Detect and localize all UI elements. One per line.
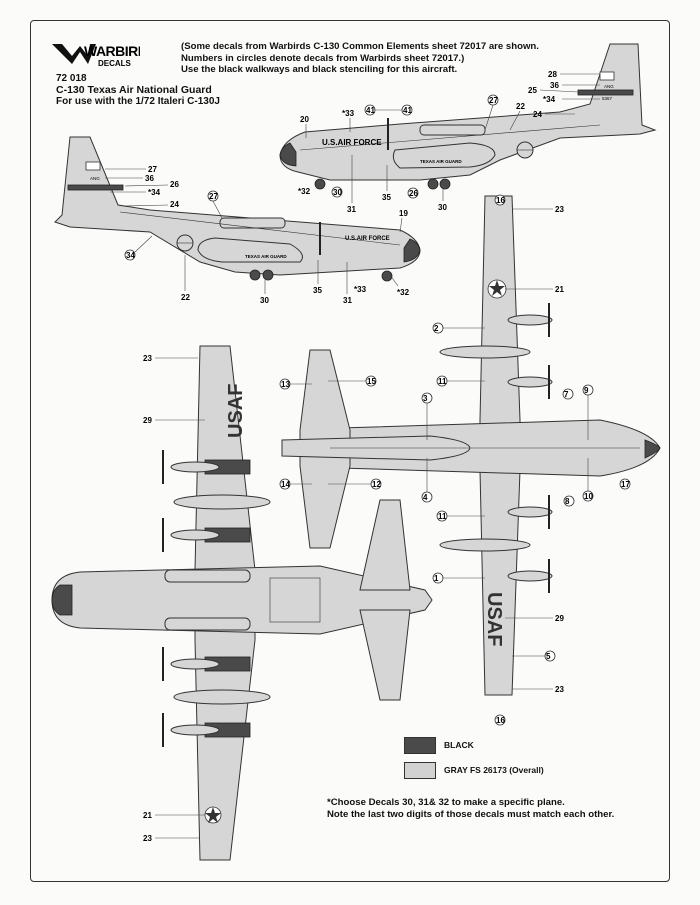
callout-label: 27	[489, 96, 498, 105]
callout-label: 2	[434, 324, 439, 333]
callout-label: *34	[148, 188, 161, 197]
callout-label: 24	[170, 200, 179, 209]
ang-marking: ANG	[604, 84, 614, 89]
header-note: (Some decals from Warbirds C-130 Common …	[181, 41, 539, 76]
note-line: Use the black walkways and black stencil…	[181, 64, 458, 75]
callout-label: 41	[403, 106, 412, 115]
callout-label: 30	[333, 188, 342, 197]
ang-marking: ANG	[90, 176, 100, 181]
serial-marking: 5367	[602, 96, 613, 101]
callouts-top-view: 23 29 21 23	[143, 354, 205, 843]
callout-label: 1	[434, 574, 439, 583]
footnote-line: Note the last two digits of those decals…	[327, 809, 615, 820]
callout-label: 36	[550, 81, 559, 90]
legend-swatch-gray	[404, 762, 436, 779]
callout-label: 23	[143, 834, 152, 843]
top-view: USAF	[51, 345, 433, 861]
callout-label: *33	[342, 109, 355, 118]
callout-label: 30	[438, 203, 447, 212]
callout-label: 24	[533, 110, 542, 119]
callout-label: 30	[260, 296, 269, 305]
callout-label: 22	[516, 102, 525, 111]
callout-label: 34	[126, 251, 135, 260]
callout-label: 36	[145, 174, 154, 183]
callout-label: *33	[354, 285, 367, 294]
callout-label: 10	[584, 492, 593, 501]
footnote: *Choose Decals 30, 31& 32 to make a spec…	[327, 797, 614, 821]
callout-label: 13	[281, 380, 290, 389]
callout-label: 26	[409, 189, 418, 198]
sheet-number: 72 018	[56, 73, 87, 84]
sheet-border	[30, 20, 670, 882]
note-line: Numbers in circles denote decals from Wa…	[181, 52, 465, 64]
callout-label: 11	[438, 377, 447, 386]
callout-label: 23	[143, 354, 152, 363]
callout-label: 21	[143, 811, 152, 820]
bottom-view: USAF	[281, 195, 661, 696]
callout-label: 16	[496, 716, 505, 725]
usaf-wing-marking: USAF	[225, 384, 247, 438]
legend-label-black: BLACK	[444, 740, 474, 750]
callout-label: 8	[565, 497, 570, 506]
callout-label: *32	[397, 288, 410, 297]
callout-label: 12	[372, 480, 381, 489]
callout-label: 14	[281, 480, 290, 489]
callout-label: 17	[621, 480, 630, 489]
us-air-force-marking: U.S.AIR FORCE	[345, 236, 390, 242]
callout-label: 29	[555, 614, 564, 623]
callouts-side-left: 27 36 *34 26 24 27 19 34 22 30 35 *33 31	[105, 165, 410, 305]
callout-label: 3	[423, 394, 428, 403]
callout-label: 35	[313, 286, 322, 295]
side-view-right: U.S.AIR FORCE TEXAS AIR GUARD ANG 5367	[279, 43, 657, 190]
callout-label: 21	[555, 285, 564, 294]
callout-label: 28	[548, 70, 557, 79]
usaf-wing-marking-bottom: USAF	[483, 592, 505, 646]
callout-label: *34	[543, 95, 556, 104]
callout-label: 15	[367, 377, 376, 386]
sheet-subtitle: For use with the 1/72 Italeri C-130J	[56, 96, 220, 107]
callout-label: 25	[528, 86, 537, 95]
callout-label: *32	[298, 187, 311, 196]
callout-label: 41	[366, 106, 375, 115]
callout-label: 9	[584, 386, 589, 395]
callout-label: 23	[555, 685, 564, 694]
callout-label: 4	[423, 493, 428, 502]
sheet-title: C-130 Texas Air National Guard	[56, 84, 212, 96]
callout-label: 19	[399, 209, 408, 218]
legend-swatch-black	[404, 737, 436, 754]
texas-air-guard-marking: TEXAS AIR GUARD	[245, 254, 287, 259]
callout-label: 27	[148, 165, 157, 174]
footnote-line: *Choose Decals 30, 31& 32 to make a spec…	[327, 797, 565, 808]
callout-label: 29	[143, 416, 152, 425]
callout-label: 5	[546, 652, 551, 661]
brand-line2: DECALS	[98, 59, 132, 68]
callout-label: 26	[170, 180, 179, 189]
callout-label: 20	[300, 115, 309, 124]
callout-label: 11	[438, 512, 447, 521]
texas-air-guard-marking: TEXAS AIR GUARD	[420, 159, 462, 164]
callout-label: 7	[564, 390, 569, 399]
legend-label-gray: GRAY FS 26173 (Overall)	[444, 765, 544, 775]
callout-label: 22	[181, 293, 190, 302]
callout-label: 31	[347, 205, 356, 214]
callout-label: 27	[209, 192, 218, 201]
callout-label: 31	[343, 296, 352, 305]
callout-label: 23	[555, 205, 564, 214]
callouts-side-right: 28 36 *34 25 24 27 22 *33 41 41 20 *32 3…	[298, 70, 600, 214]
callouts-bottom-view: 16 23 21 2 11 7 9 3 13 15 17 10 8 4 14	[279, 194, 630, 726]
side-view-left: U.S.AIR FORCE TEXAS AIR GUARD ANG	[54, 136, 421, 282]
callout-label: 16	[496, 196, 505, 205]
note-line: (Some decals from Warbirds C-130 Common …	[181, 41, 539, 52]
us-air-force-marking: U.S.AIR FORCE	[322, 138, 382, 147]
callout-label: 35	[382, 193, 391, 202]
